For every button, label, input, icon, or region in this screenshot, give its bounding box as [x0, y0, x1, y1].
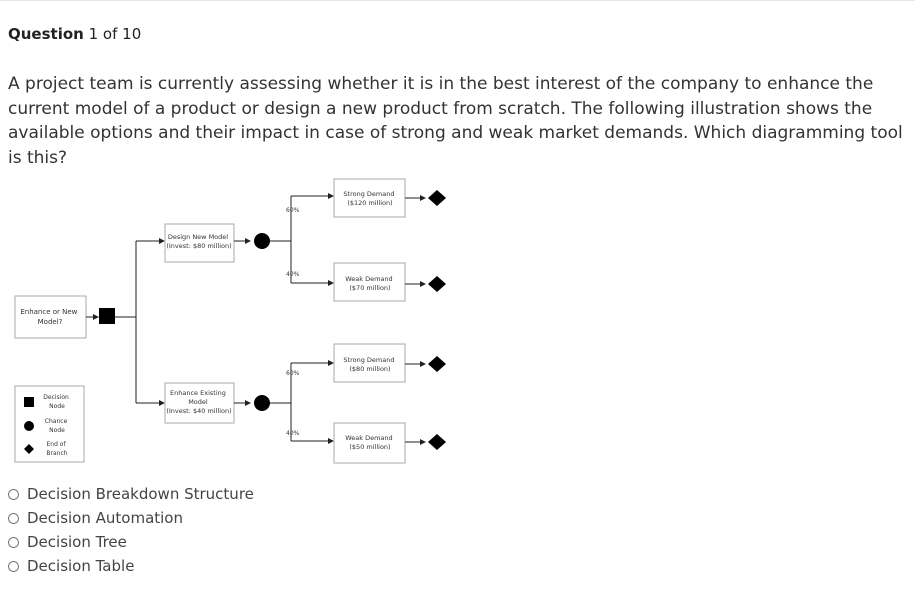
- legend-end-line2: Branch: [46, 450, 67, 457]
- svg-text:Weak Demand ($50 million): Weak Demand ($50 million): [345, 434, 395, 451]
- radio-button[interactable]: [8, 512, 19, 524]
- outcome2-line1: Weak Demand: [345, 275, 392, 283]
- decision-node-square: [99, 308, 115, 324]
- prob-label-3: 60%: [286, 370, 300, 377]
- chance-node-enhance: [254, 395, 270, 411]
- end-node-3: [428, 356, 446, 372]
- legend-chance-line2: Node: [49, 427, 65, 434]
- root-box: [14, 295, 87, 339]
- legend-decision-line2: Node: [49, 403, 65, 410]
- svg-text:Design New Model (Invest:: Design New Model (Invest: $80 million): [166, 233, 231, 250]
- answer-options: Decision Breakdown Structure Decision Au…: [8, 482, 254, 578]
- outcome1-line2: ($120 million): [347, 199, 392, 207]
- legend-decision-line1: Decision: [43, 394, 69, 401]
- prob-label-4: 40%: [286, 430, 300, 437]
- root-label-line2: Model?: [38, 318, 63, 326]
- question-label: Question: [8, 25, 84, 43]
- outcome-box-3: [333, 343, 406, 383]
- design-label-line2: (Invest: $80 million): [166, 242, 231, 250]
- svg-text:Enhance or New Model?: Enhance or New Model?: [20, 308, 79, 326]
- svg-text:Chance Node: Chance Node: [45, 418, 69, 434]
- option-label[interactable]: Decision Breakdown Structure: [27, 485, 254, 503]
- outcome3-line1: Strong Demand: [343, 356, 394, 364]
- option-decision-tree[interactable]: Decision Tree: [8, 530, 254, 554]
- legend-chance-line1: Chance: [45, 418, 68, 425]
- question-counter: 1 of 10: [88, 25, 142, 43]
- svg-text:Weak Demand ($70 million): Weak Demand ($70 million): [345, 275, 395, 292]
- question-text: A project team is currently assessing wh…: [8, 74, 903, 168]
- end-node-2: [428, 276, 446, 292]
- option-label[interactable]: Decision Table: [27, 557, 135, 575]
- top-divider: [0, 0, 915, 1]
- option-decision-breakdown-structure[interactable]: Decision Breakdown Structure: [8, 482, 254, 506]
- outcome4-line1: Weak Demand: [345, 434, 392, 442]
- legend-decision-square-icon: [24, 397, 34, 407]
- legend-end-line1: End of: [46, 441, 66, 448]
- end-node-4: [428, 434, 446, 450]
- legend-chance-circle-icon: [24, 421, 34, 431]
- radio-button[interactable]: [8, 488, 19, 500]
- question-header: Question 1 of 10: [8, 25, 141, 43]
- enhance-label-line2: Model: [188, 398, 208, 406]
- svg-text:Strong Demand ($120 millio: Strong Demand ($120 million): [343, 190, 396, 207]
- svg-text:Decision Node: Decision Node: [43, 394, 70, 410]
- svg-text:End of Branch: End of Branch: [46, 441, 67, 457]
- prob-label-1: 60%: [286, 207, 300, 214]
- root-label-line1: Enhance or New: [20, 308, 77, 316]
- svg-text:Strong Demand ($80 million: Strong Demand ($80 million): [343, 356, 396, 373]
- chance-node-design: [254, 233, 270, 249]
- outcome3-line2: ($80 million): [349, 365, 390, 373]
- outcome1-line1: Strong Demand: [343, 190, 394, 198]
- legend-end-diamond-icon: [24, 444, 34, 454]
- prob-label-2: 40%: [286, 271, 300, 278]
- svg-text:Enhance Existing Model: Enhance Existing Model (Invest: $40 mill…: [166, 389, 231, 415]
- outcome2-line2: ($70 million): [349, 284, 390, 292]
- outcome-box-4: [333, 422, 406, 464]
- decision-tree-diagram: Enhance or New Model? Design New Model (…: [14, 178, 446, 464]
- design-new-model-box: [164, 223, 235, 263]
- radio-button[interactable]: [8, 536, 19, 548]
- option-decision-automation[interactable]: Decision Automation: [8, 506, 254, 530]
- option-label[interactable]: Decision Tree: [27, 533, 127, 551]
- option-label[interactable]: Decision Automation: [27, 509, 183, 527]
- option-decision-table[interactable]: Decision Table: [8, 554, 254, 578]
- outcome4-line2: ($50 million): [349, 443, 390, 451]
- radio-button[interactable]: [8, 560, 19, 572]
- design-label-line1: Design New Model: [168, 233, 228, 241]
- outcome-box-2: [333, 262, 406, 302]
- enhance-label-line3: (Invest: $40 million): [166, 407, 231, 415]
- end-node-1: [428, 190, 446, 206]
- outcome-box-1: [333, 178, 406, 218]
- enhance-label-line1: Enhance Existing: [170, 389, 226, 397]
